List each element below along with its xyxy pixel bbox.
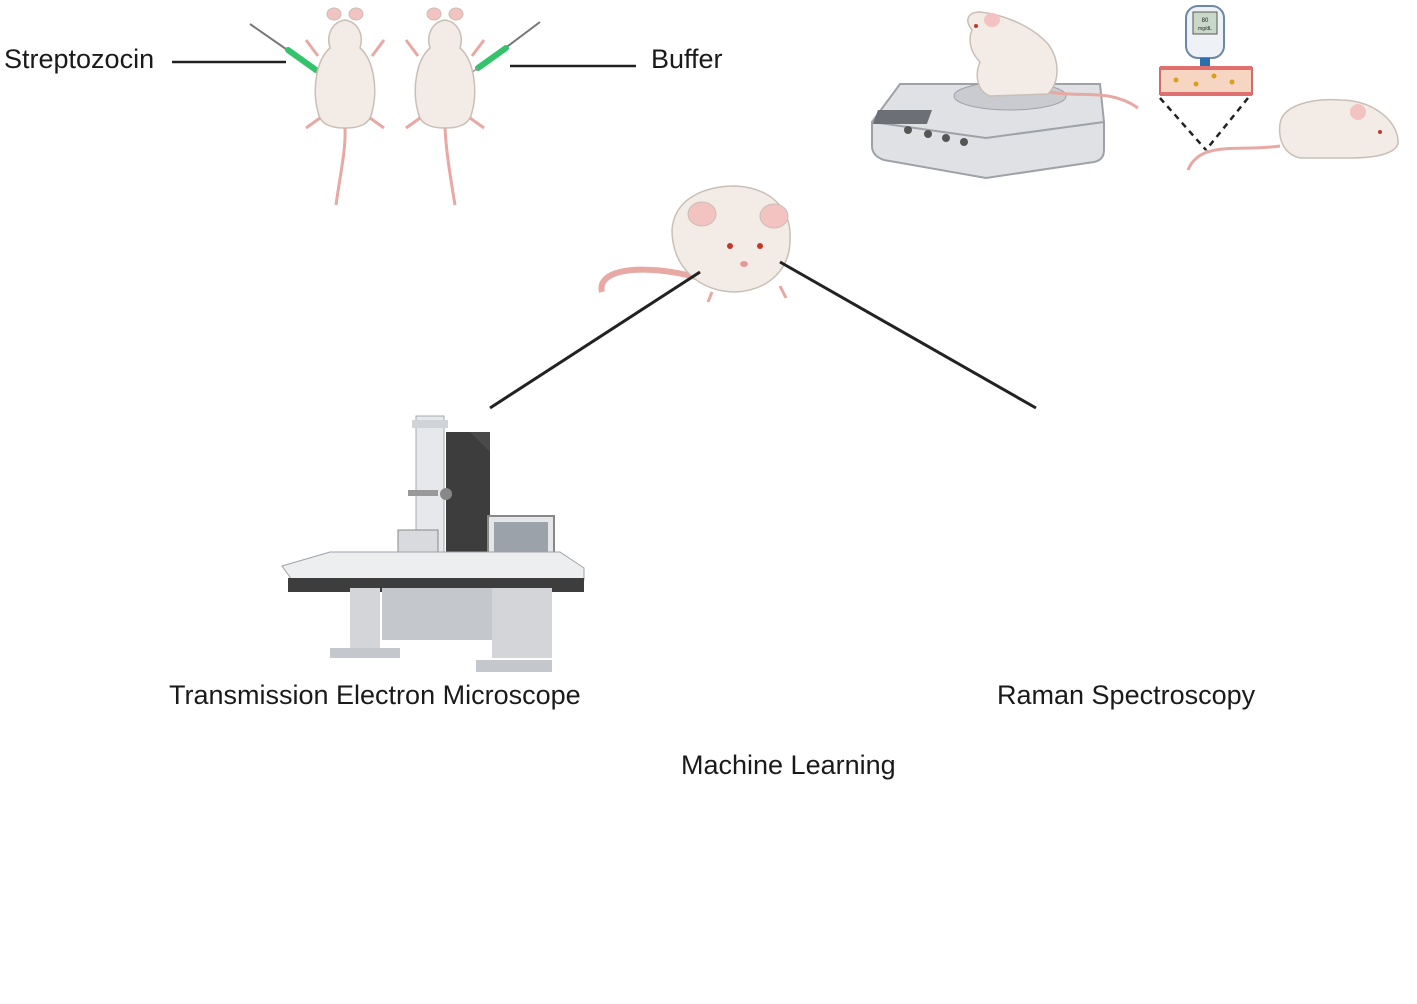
streptozocin-rat — [172, 7, 386, 206]
label-machine-learning: Machine Learning — [681, 750, 896, 780]
buffer-rat — [404, 7, 636, 206]
svg-text:80: 80 — [1202, 18, 1209, 24]
connector-to-raman — [779, 260, 1037, 410]
rat-glucose-test — [1186, 98, 1399, 171]
label-raman: Raman Spectroscopy — [997, 680, 1256, 710]
label-streptozocin: Streptozocin — [4, 44, 155, 74]
glucometer-icon: 80 mg/dL — [1185, 5, 1225, 70]
label-buffer: Buffer — [651, 44, 723, 74]
tem-instrument — [281, 415, 585, 672]
rat-on-scale — [967, 11, 1139, 110]
weighing-scale — [871, 81, 1105, 180]
central-rat — [598, 185, 791, 303]
connector-to-tem — [489, 270, 701, 410]
blood-vessel-detail — [1159, 66, 1253, 151]
label-tem: Transmission Electron Microscope — [169, 680, 581, 710]
svg-text:mg/dL: mg/dL — [1198, 26, 1212, 32]
